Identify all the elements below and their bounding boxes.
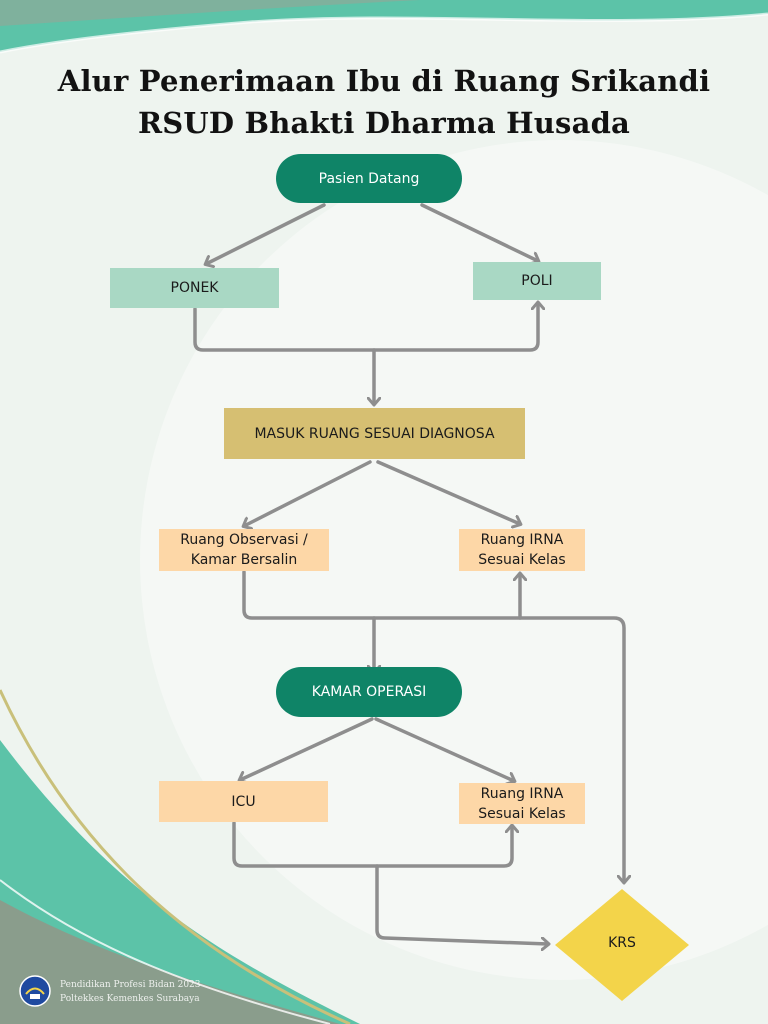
footer-line-2: Poltekkes Kemenkes Surabaya <box>60 994 200 1004</box>
node-poli: POLI <box>473 262 601 300</box>
node-ruang-observasi: Ruang Observasi / Kamar Bersalin <box>159 529 329 571</box>
page-title-line-1: Alur Penerimaan Ibu di Ruang Srikandi <box>57 64 711 98</box>
footer-line-1: Pendidikan Profesi Bidan 2023 <box>60 980 201 990</box>
node-ponek: PONEK <box>110 268 279 308</box>
node-ruang-irna-1: Ruang IRNA Sesuai Kelas <box>459 529 585 571</box>
node-krs-label: KRS <box>608 935 636 951</box>
node-pasien-datang: Pasien Datang <box>276 154 462 203</box>
node-ruang-irna-2: Ruang IRNA Sesuai Kelas <box>459 783 585 824</box>
institution-logo-icon <box>19 975 51 1007</box>
node-icu: ICU <box>159 781 328 822</box>
page-title-line-2: RSUD Bhakti Dharma Husada <box>137 106 631 140</box>
node-masuk-ruang: MASUK RUANG SESUAI DIAGNOSA <box>224 408 525 459</box>
node-krs-diamond <box>555 889 689 1001</box>
node-kamar-operasi: KAMAR OPERASI <box>276 667 462 717</box>
